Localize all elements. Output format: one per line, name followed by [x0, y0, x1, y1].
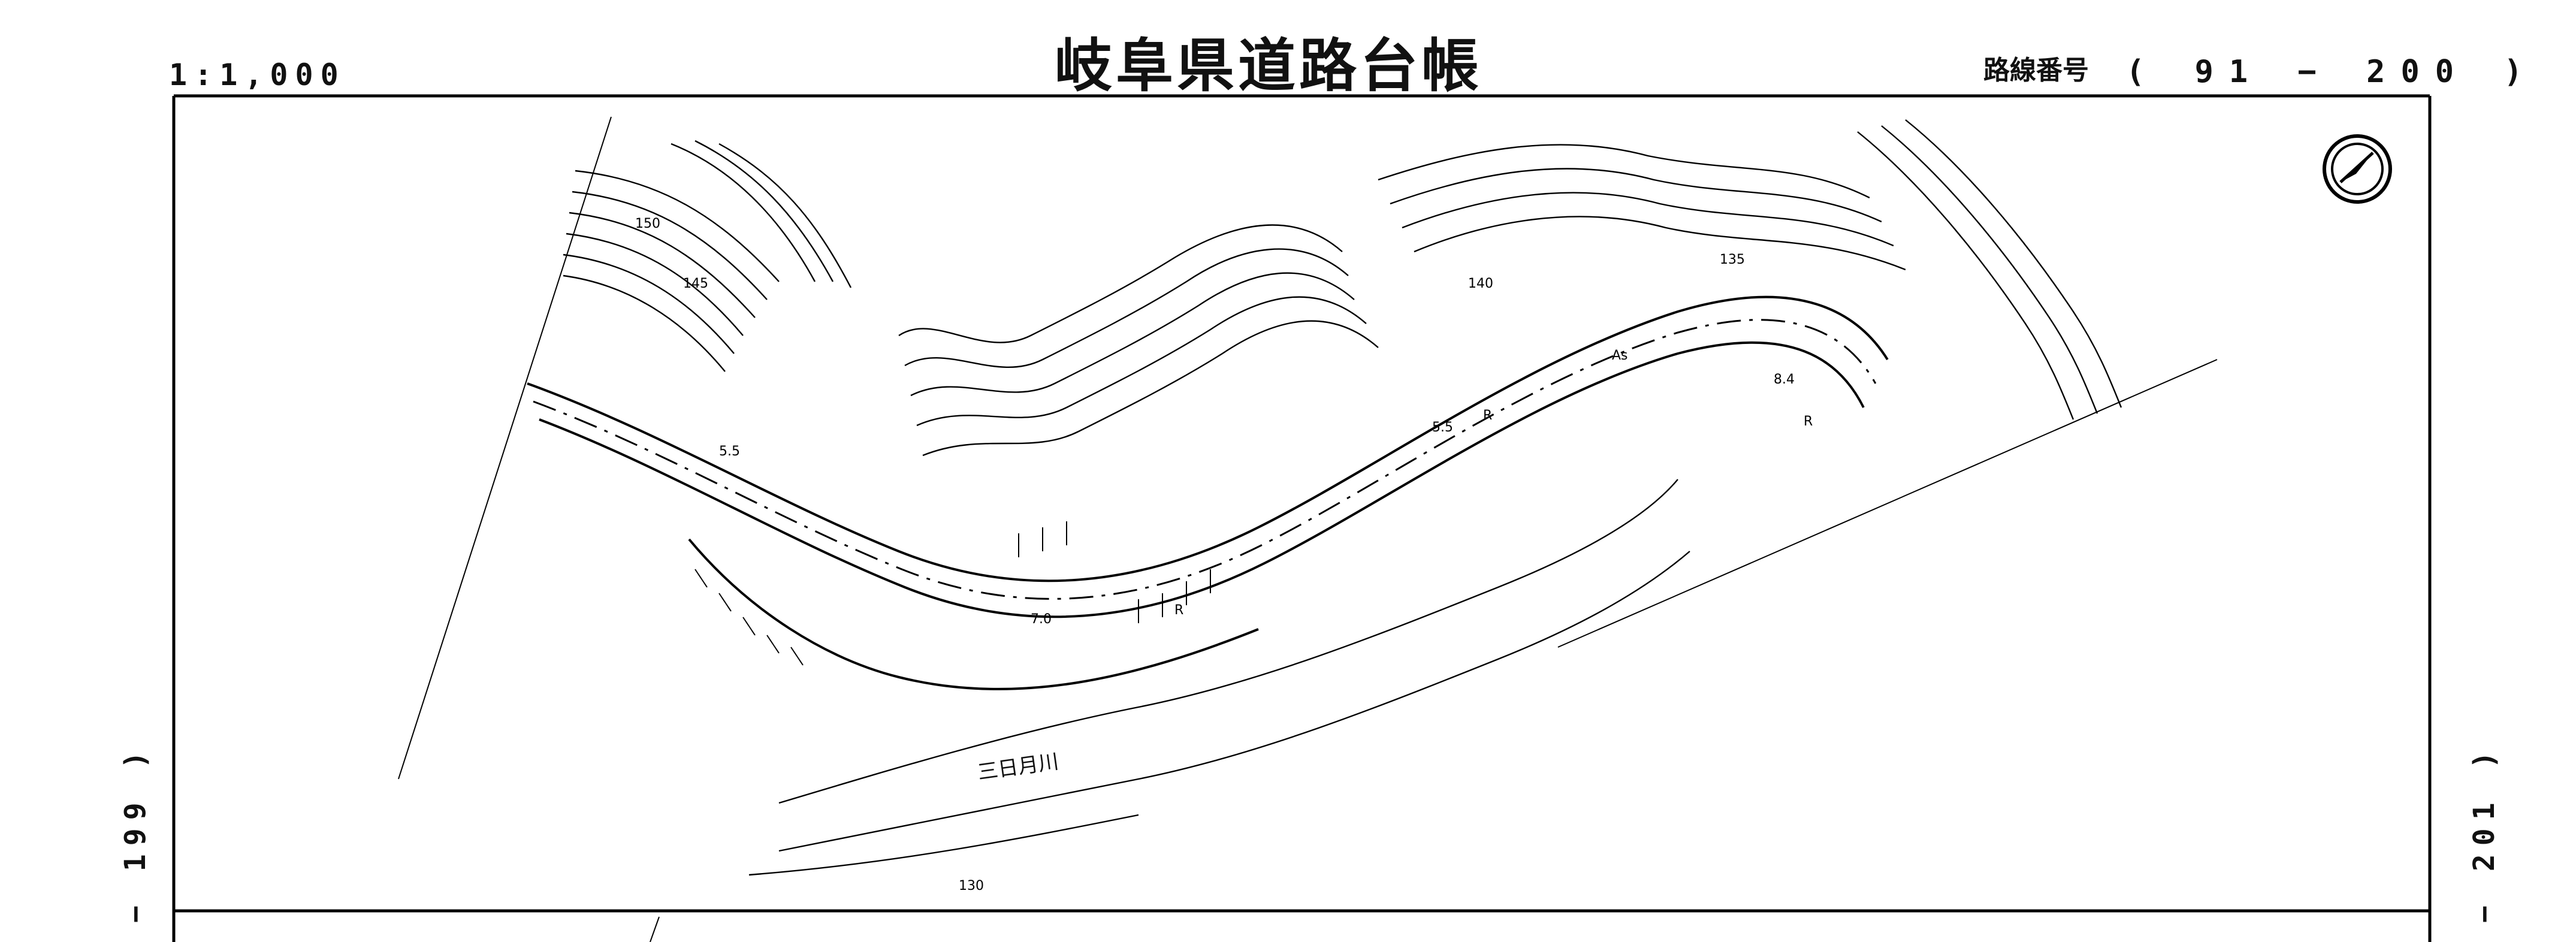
width-label-1: 5.5 — [719, 444, 740, 459]
contour-label-4: 135 — [1720, 252, 1745, 267]
leader-line-bottom — [650, 916, 660, 942]
contours-upper-left — [563, 140, 852, 372]
lower-road-edge — [688, 538, 1259, 691]
road-centerline — [533, 319, 1877, 600]
contours-central — [898, 224, 1379, 457]
road-edge-inner — [539, 341, 1865, 618]
river-banks — [748, 479, 1690, 876]
slope-hatching — [694, 521, 1211, 666]
adjacent-sheet-left: − 199 ) — [119, 742, 152, 923]
contour-label-1: 150 — [635, 216, 660, 231]
width-label-2: 5.5 — [1432, 420, 1453, 435]
surface-label: As — [1612, 348, 1628, 363]
width-label-4: 7.0 — [1031, 612, 1052, 627]
curve-mark-1: R — [1483, 408, 1492, 423]
map-boundary-right — [1557, 359, 2218, 648]
page-title: 岐阜県道路台帳 — [1055, 32, 1482, 99]
road-edge-outer — [527, 295, 1889, 582]
contours-upper-right — [1378, 119, 2122, 420]
contour-label-2: 145 — [683, 276, 708, 291]
width-label-3: 8.4 — [1774, 372, 1795, 387]
map-boundary-left — [398, 116, 612, 780]
road-alignment — [527, 295, 1889, 691]
route-number-label: 路線番号 — [1983, 55, 2089, 86]
adjacent-sheet-right: − 201 ) — [2468, 742, 2501, 923]
contour-label-5: 130 — [959, 878, 984, 893]
route-number-value: ( 91 − 200 ) — [2126, 54, 2538, 90]
contour-label-3: 140 — [1468, 276, 1493, 291]
scale-label: 1:1,000 — [169, 58, 346, 92]
curve-mark-3: R — [1174, 603, 1183, 618]
curve-mark-2: R — [1804, 414, 1813, 429]
north-arrow-icon — [2323, 134, 2392, 204]
